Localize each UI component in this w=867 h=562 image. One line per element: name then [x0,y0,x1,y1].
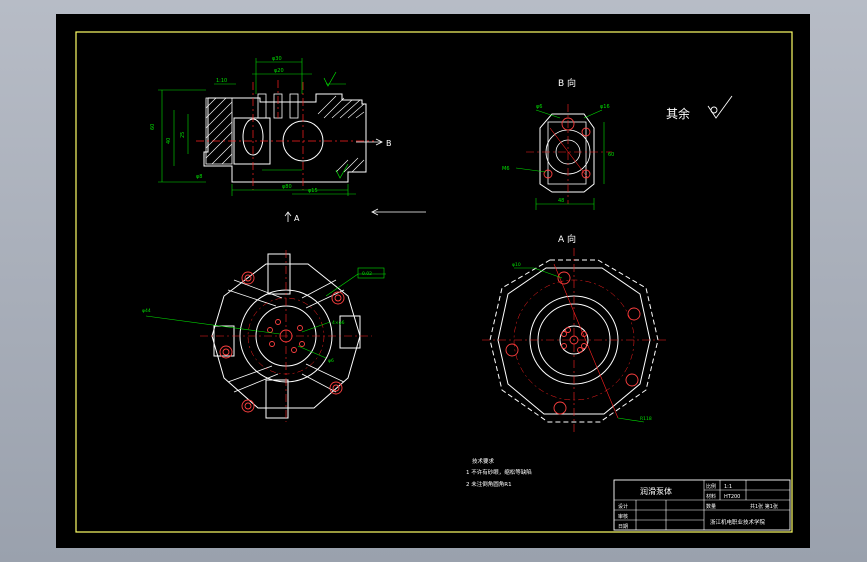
material-value: HT200 [724,494,740,500]
svg-text:M6: M6 [502,166,510,172]
view-b: B 向 48 60 M6 φ6 φ16 其余 [502,77,733,210]
roughness-symbol [707,95,733,119]
svg-text:60: 60 [150,124,156,130]
drawing-frame [75,31,793,533]
title-block: 润滑泵体 比例 1:1 材料 HT200 数量 共1张 第1张 设计 审核 日期… [613,479,791,531]
designer-label: 设计 [618,503,628,510]
svg-text:φ10: φ10 [512,262,521,268]
drawing-number: 共1张 第1张 [750,503,778,510]
svg-text:48: 48 [558,198,564,204]
roughness-note: 其余 [666,106,690,121]
view-a: A 向 [482,233,666,432]
qty-label: 数量 [706,503,716,510]
svg-text:25: 25 [180,132,186,138]
svg-text:φ20: φ20 [274,68,284,74]
svg-text:φ80: φ80 [282,184,292,190]
svg-text:0.02: 0.02 [362,271,372,277]
tech-req-line2: 2 未注倒角圆角R1 [466,480,512,488]
svg-text:40: 40 [166,138,172,144]
view-a-label: A 向 [558,233,576,245]
svg-text:4×φ6: 4×φ6 [332,320,345,326]
plan-view-left: φ44 0.02 4×φ6 φ6 [142,250,386,422]
drawing-sheet: φ30 φ20 φ80 φ15 60 40 25 1:10 φ8 B A [75,31,793,533]
svg-text:φ8: φ8 [196,174,202,180]
checker-label: 审核 [618,513,628,520]
school-name: 浙江机电职业技术学院 [710,518,766,526]
svg-text:1:10: 1:10 [216,78,227,84]
svg-text:60: 60 [608,152,614,158]
svg-text:φ6: φ6 [328,358,334,364]
tech-req-title: 技术要求 [472,457,495,465]
date-label: 日期 [618,524,628,530]
tech-requirements: 技术要求 1 不许有砂眼，缩松等缺陷 2 未注倒角圆角R1 [466,457,532,488]
svg-text:φ16: φ16 [600,104,610,110]
scale-label: 比例 [706,483,716,490]
svg-text:φ6: φ6 [536,104,542,110]
section-a-marker: A [294,214,300,223]
svg-text:φ30: φ30 [272,56,282,62]
tech-req-line1: 1 不许有砂眼，缩松等缺陷 [466,468,532,476]
material-label: 材料 [706,493,716,500]
view-b-label: B 向 [558,77,576,89]
part-name: 润滑泵体 [640,486,672,496]
cad-drawing-canvas[interactable]: φ30 φ20 φ80 φ15 60 40 25 1:10 φ8 B A [56,14,810,548]
svg-text:φ44: φ44 [142,308,151,314]
section-b-marker: B [386,139,392,148]
section-view: φ30 φ20 φ80 φ15 60 40 25 1:10 φ8 B A [150,56,426,223]
svg-text:R118: R118 [640,416,652,422]
scale-value: 1:1 [724,484,732,490]
svg-text:φ15: φ15 [308,188,318,194]
